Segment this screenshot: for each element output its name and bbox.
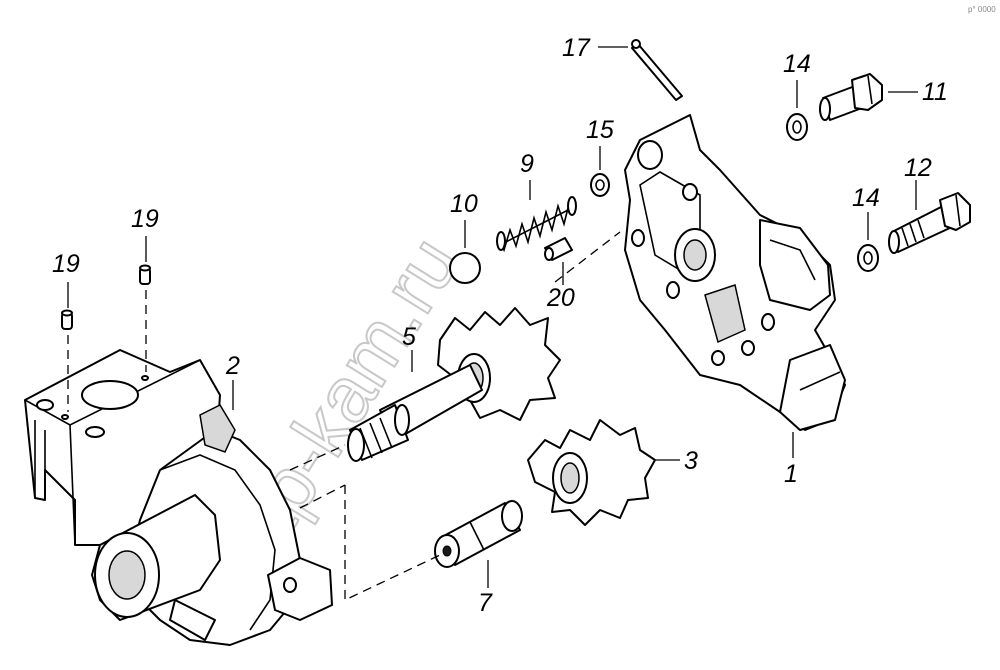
corner-mark: p° 0000 [968,5,996,14]
callout-11: 11 [922,78,948,106]
callout-20: 20 [546,284,575,312]
callout-17: 17 [562,34,591,62]
callout-9: 9 [520,150,534,178]
drive-gear-part-5 [347,307,561,462]
assembly-axes [67,231,621,602]
driven-gear-part-3 [527,419,656,526]
callout-1: 1 [784,460,798,488]
axle-part-7 [434,500,523,568]
callout-2: 2 [225,352,240,380]
callout-14-bottom: 14 [852,184,880,212]
callout-12: 12 [904,154,932,182]
callout-5: 5 [402,323,416,351]
dowel-pin-part-19-right [139,264,151,285]
pump-cover-part-1 [624,114,846,431]
leader-lines [67,46,918,588]
spring-part-9 [496,196,577,253]
callout-3: 3 [684,447,698,475]
callout-19-left: 19 [52,250,80,278]
callout-labels: 17 14 11 12 14 15 9 10 20 5 3 7 1 2 19 1… [52,34,948,617]
ball-part-10 [449,252,481,284]
pin-part-20 [544,237,573,261]
lock-washer-part-14-top [786,113,808,141]
callout-15: 15 [586,116,614,144]
washer-part-15 [590,173,610,197]
callout-14-top: 14 [783,50,811,78]
cotter-pin-part-17 [631,39,683,101]
callout-7: 7 [478,589,493,617]
bolt-part-11 [819,73,883,121]
dowel-pin-part-19-left [61,309,73,330]
callout-10: 10 [450,190,478,218]
callout-19-right: 19 [131,205,159,233]
pump-housing-part-2 [24,349,333,646]
lock-washer-part-14-bottom [857,244,879,272]
bolt-part-12 [888,192,971,254]
